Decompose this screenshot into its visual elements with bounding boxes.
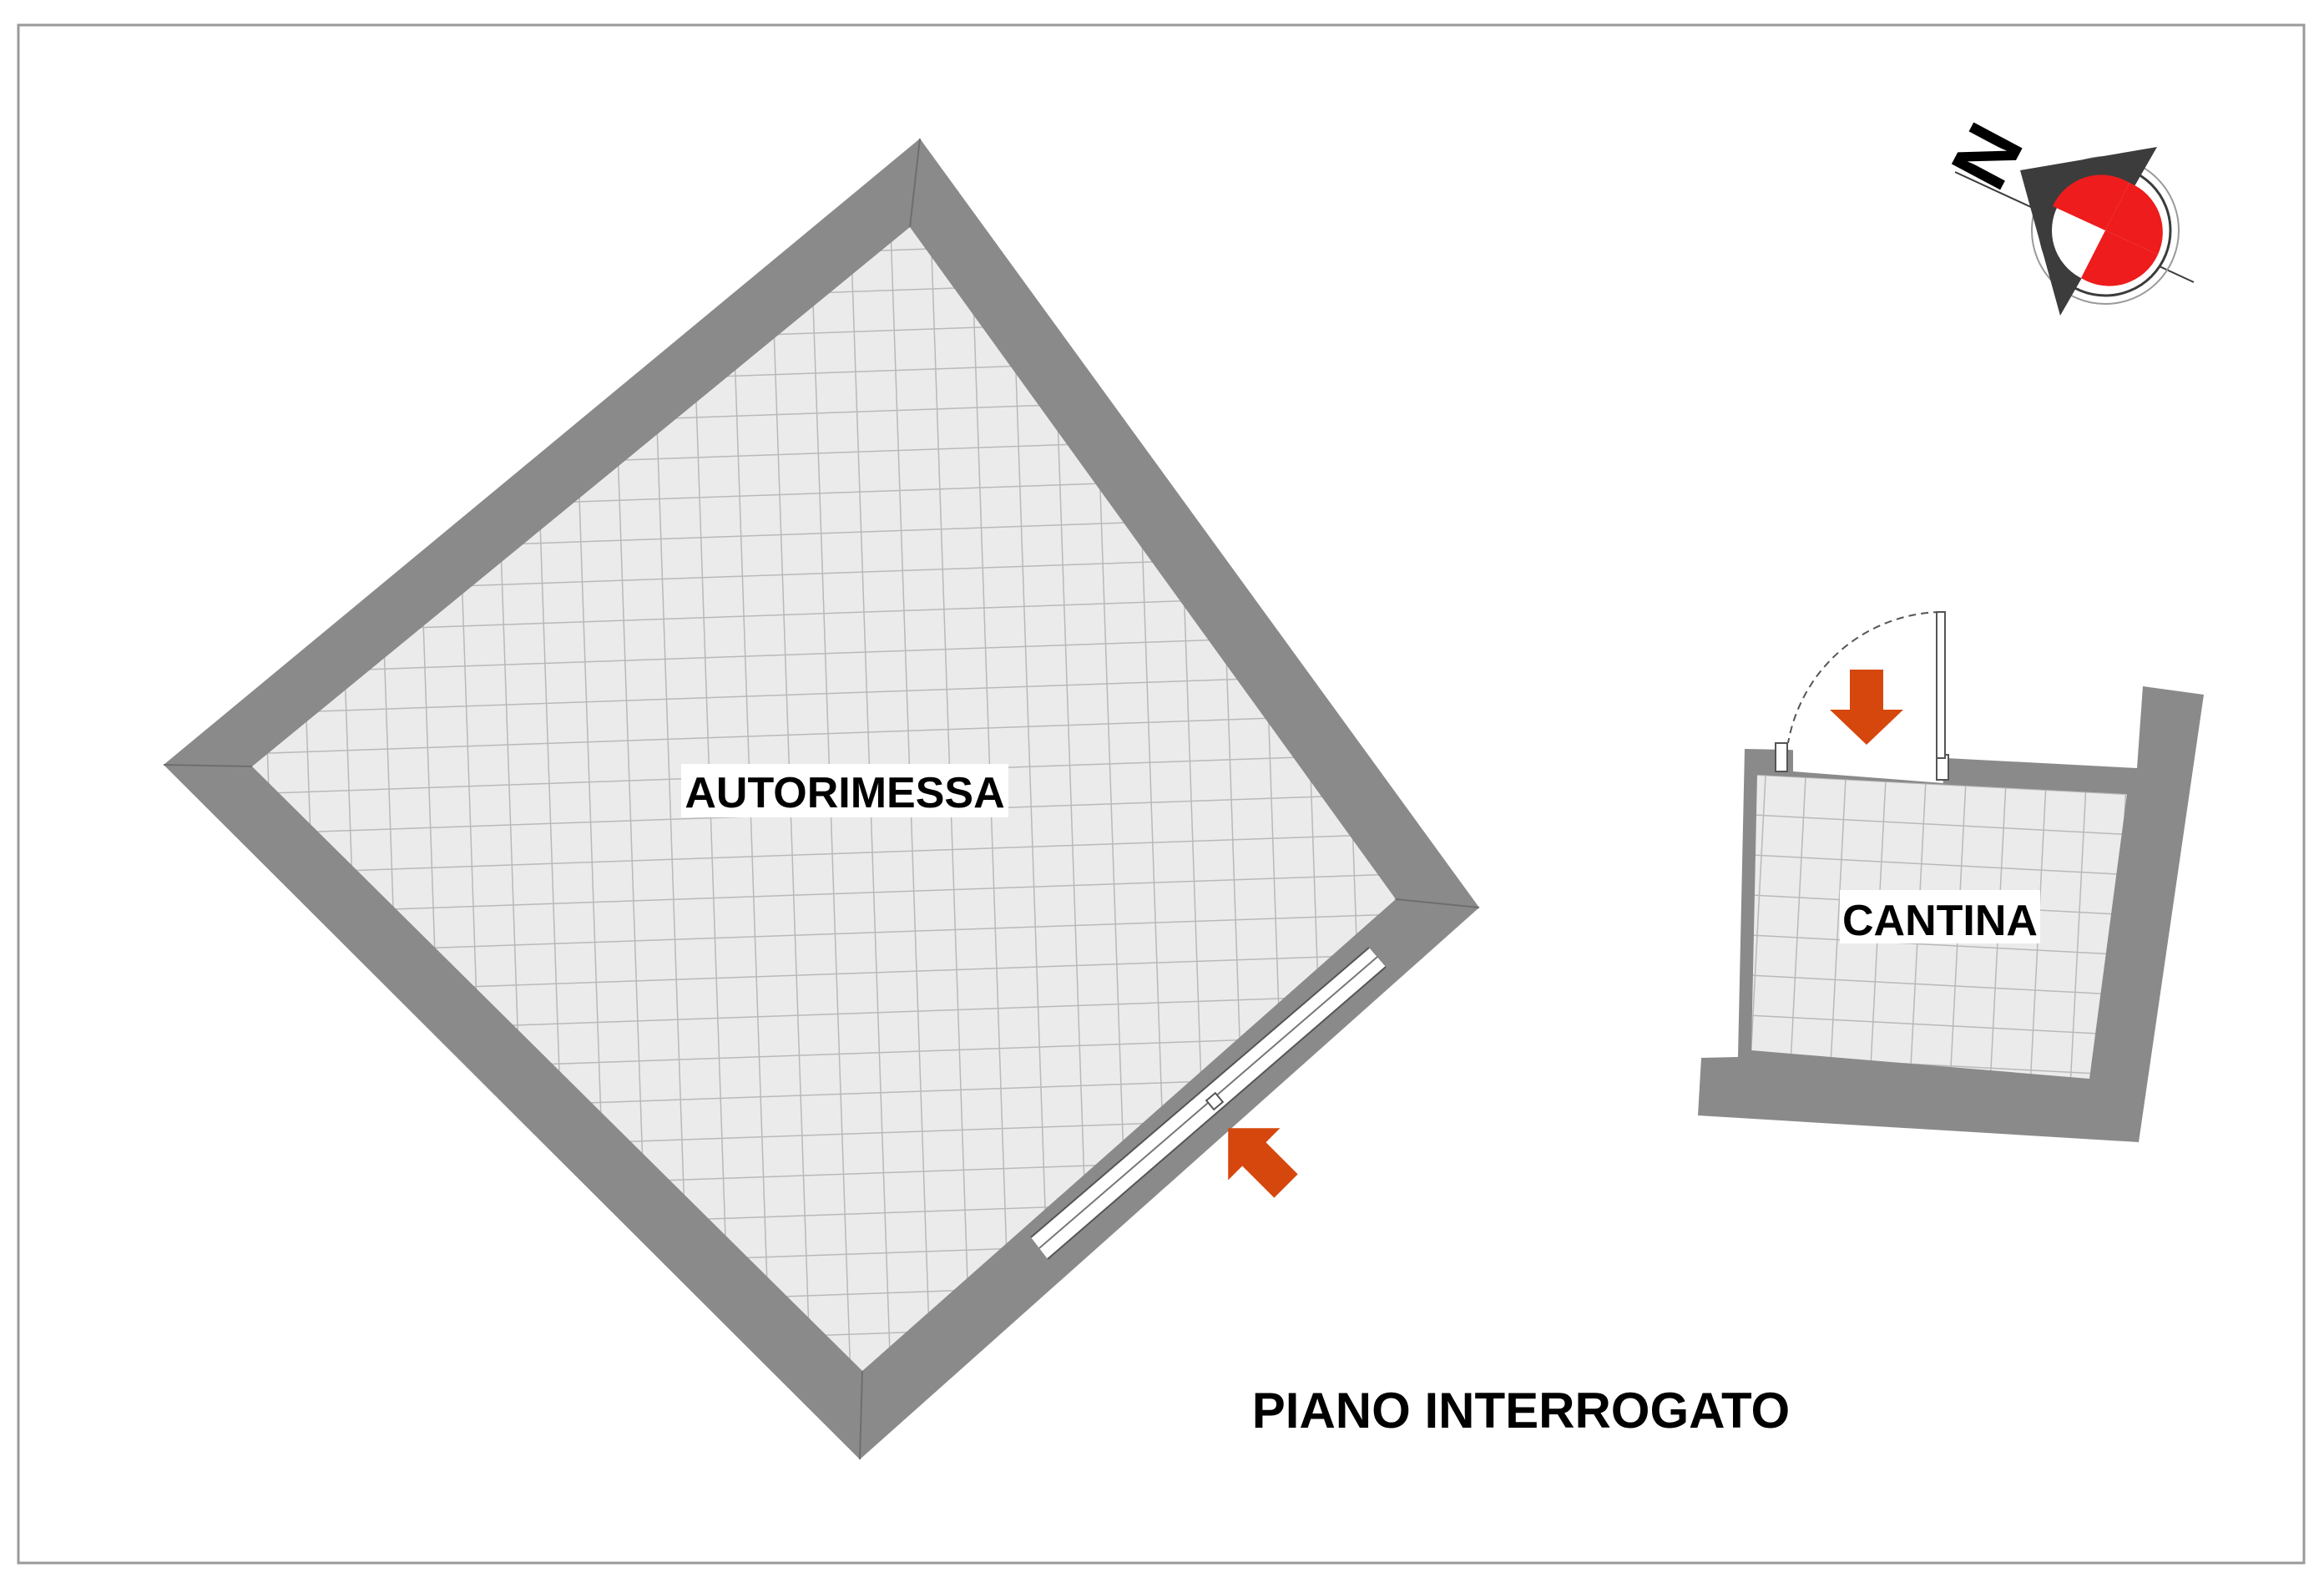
compass-red-quadrant-a [2053,174,2129,230]
arrow-entrance-icon [1228,1128,1298,1198]
garage-door-edge-outer [1047,966,1387,1260]
north-compass-icon: N [1934,109,2195,316]
garage-door-mullion [1205,1091,1225,1111]
garage-door-edge-inner [1030,947,1370,1238]
cellar-label: CANTINA [1842,897,2038,945]
cellar-label-bg [1840,890,2040,943]
cellar-door-leaf [1936,611,1946,759]
cellar-entrance-arrow [1830,670,1903,745]
cellar-door-jamb-left [1775,742,1788,772]
garage-label: AUTORIMESSA [685,769,1004,817]
arrow-entrance-icon [1830,670,1903,745]
garage-label-bg [681,764,1008,817]
compass-north-letter: N [1934,109,2040,202]
compass-red-quadrant-c [2105,183,2163,255]
sheet-frame [17,23,2306,1565]
floor-title: PIANO INTERROGATO [1252,1383,1790,1439]
garage-entrance-arrow [1228,1128,1298,1198]
compass-red-quadrant-b [2081,230,2158,286]
cellar-door-opening [1793,745,1943,783]
cellar-room: CANTINA [1698,611,2204,1142]
garage-wall-miters [163,138,1480,1460]
cellar-door-swing [1787,611,1942,744]
garage-room: AUTORIMESSA [163,138,1480,1460]
